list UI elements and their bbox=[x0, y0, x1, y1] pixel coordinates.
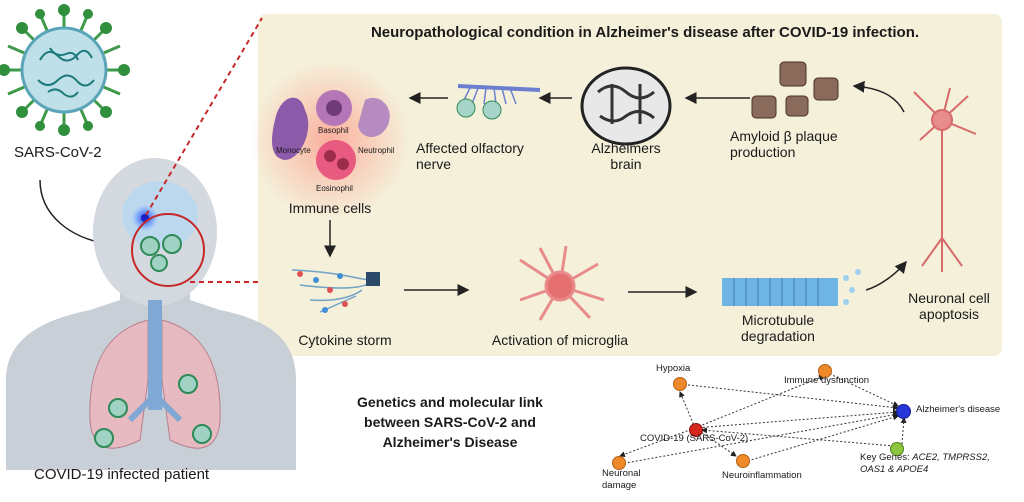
brain-label: Alzheimers brain bbox=[591, 140, 661, 172]
virus-particle-icon bbox=[150, 254, 168, 272]
patient-figure bbox=[6, 158, 296, 470]
panel-title: Neuropathological condition in Alzheimer… bbox=[370, 24, 920, 41]
alzheimers-brain-icon bbox=[580, 66, 672, 146]
microglia-label: Activation of microglia bbox=[491, 332, 629, 348]
olfactory-nerve-illustration bbox=[456, 84, 541, 120]
virus-particle-icon bbox=[162, 234, 182, 254]
zoom-lines bbox=[145, 17, 263, 283]
virus-particle-icon bbox=[178, 374, 198, 394]
key-genes-line2: OAS1 & APOE4 bbox=[860, 464, 929, 475]
genetics-title-line2: between SARS-CoV-2 and bbox=[364, 414, 536, 430]
olfactory-label: Affected olfactory nerve bbox=[416, 140, 524, 172]
eosinophil-label: Eosinophil bbox=[316, 184, 353, 193]
covid-label: COVID-19 (SARS-CoV-2) bbox=[640, 433, 749, 444]
basophil-label: Basophil bbox=[318, 126, 349, 135]
cytokine-label: Cytokine storm bbox=[298, 332, 392, 348]
virus-icon bbox=[0, 4, 130, 136]
immune-cells-illustration bbox=[250, 60, 410, 220]
microtubule-illustration bbox=[722, 269, 861, 306]
amyloid-label: Amyloid β plaque production bbox=[730, 128, 838, 160]
virus-label: SARS-CoV-2 bbox=[14, 144, 102, 161]
virus-particle-icon bbox=[108, 398, 128, 418]
node-covid bbox=[689, 423, 703, 437]
neuronal-damage-label: Neuronal damage bbox=[602, 468, 641, 492]
alzheimers-label: Alzheimer's disease bbox=[916, 404, 1001, 415]
node-neuronal-damage bbox=[612, 456, 626, 470]
hypoxia-label: Hypoxia bbox=[656, 363, 691, 374]
key-genes-label: Key Genes: ACE2, TMPRSS2, OAS1 & APOE4 bbox=[860, 452, 990, 476]
neuron-illustration bbox=[913, 87, 977, 272]
amyloid-plaque-icons bbox=[751, 61, 839, 119]
immune-dysfunction-label: Immune dysfunction bbox=[784, 375, 870, 386]
neuroinflammation-label: Neuroinflammation bbox=[722, 470, 802, 481]
genetics-title: Genetics and molecular link between SARS… bbox=[300, 392, 600, 452]
neuronal-damage-line2: damage bbox=[602, 480, 637, 491]
virus-particle-icon bbox=[140, 236, 160, 256]
node-immune-dysfunction bbox=[818, 364, 832, 378]
node-hypoxia bbox=[673, 377, 687, 391]
node-key-genes bbox=[890, 442, 904, 456]
patient-label: COVID-19 infected patient bbox=[34, 466, 210, 483]
immune-cells-label: Immune cells bbox=[288, 200, 372, 216]
neutrophil-label: Neutrophil bbox=[358, 146, 395, 155]
network-edges bbox=[619, 371, 907, 465]
virus-particle-icon bbox=[192, 424, 212, 444]
key-genes-line1: ACE2, TMPRSS2, bbox=[912, 452, 990, 463]
virus-particle-icon bbox=[94, 428, 114, 448]
microglia-illustration bbox=[519, 245, 605, 321]
node-neuroinflammation bbox=[736, 454, 750, 468]
key-genes-prefix: Key Genes: bbox=[860, 452, 913, 463]
neuronal-damage-line1: Neuronal bbox=[602, 468, 641, 479]
microtubule-label: Microtubule degradation bbox=[741, 312, 815, 344]
genetics-title-line1: Genetics and molecular link bbox=[357, 394, 543, 410]
apoptosis-label: Neuronal cell apoptosis bbox=[908, 290, 990, 322]
cytokine-storm-illustration bbox=[291, 269, 380, 313]
monocyte-label: Monocyte bbox=[276, 146, 311, 155]
genetics-title-line3: Alzheimer's Disease bbox=[382, 434, 518, 450]
node-alzheimers bbox=[896, 404, 911, 419]
